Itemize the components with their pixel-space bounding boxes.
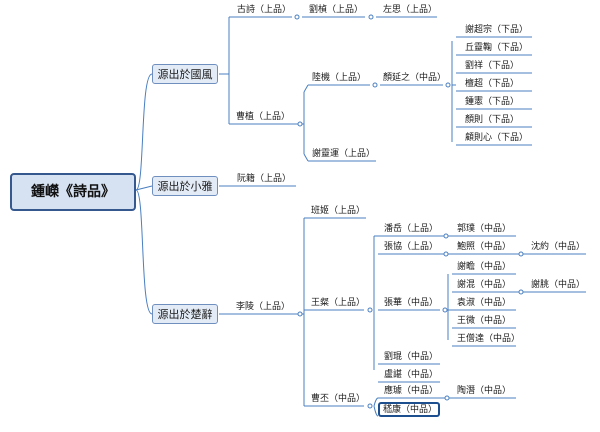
node-caopi[interactable]: 曹丕（中品） bbox=[311, 394, 366, 404]
node-liukun[interactable]: 劉琨（中品） bbox=[384, 352, 439, 362]
node-liuzhen[interactable]: 劉楨（上品） bbox=[309, 5, 364, 15]
category-chuci[interactable]: 源出於楚辭 bbox=[152, 304, 218, 324]
node-zuosi[interactable]: 左思（上品） bbox=[383, 5, 438, 15]
node-panyue[interactable]: 潘岳（上品） bbox=[384, 224, 439, 234]
node-yanze[interactable]: 顏則（下品） bbox=[465, 115, 520, 125]
node-guzexin[interactable]: 顧則心（下品） bbox=[465, 133, 529, 143]
root-node[interactable]: 鍾嶸《詩品》 bbox=[10, 173, 136, 211]
node-liuxiang[interactable]: 劉祥（下品） bbox=[465, 61, 520, 71]
node-baozhao[interactable]: 鮑照（中品） bbox=[457, 242, 512, 252]
node-banji[interactable]: 班姬（上品） bbox=[311, 206, 366, 216]
node-yuanshu[interactable]: 袁淑（中品） bbox=[457, 298, 512, 308]
node-taoqian[interactable]: 陶潛（中品） bbox=[457, 386, 512, 396]
node-luji[interactable]: 陸機（上品） bbox=[312, 73, 367, 83]
node-zhanghua[interactable]: 張華（中品） bbox=[384, 298, 439, 308]
node-zhangxie[interactable]: 張協（上品） bbox=[384, 242, 439, 252]
node-wangwei[interactable]: 王微（中品） bbox=[457, 316, 512, 326]
node-luchen[interactable]: 盧諶（中品） bbox=[384, 370, 439, 380]
node-liling[interactable]: 李陵（上品） bbox=[236, 302, 291, 312]
node-xiehun[interactable]: 謝混（中品） bbox=[457, 280, 512, 290]
node-wangsengda[interactable]: 王僧達（中品） bbox=[457, 334, 521, 344]
node-zhonghui[interactable]: 鍾憲（下品） bbox=[465, 97, 520, 107]
node-yingqu[interactable]: 應璩（中品） bbox=[384, 386, 439, 396]
node-xiechaozong[interactable]: 謝超宗（下品） bbox=[465, 25, 529, 35]
node-qiulingju[interactable]: 丘靈鞠（下品） bbox=[465, 43, 529, 53]
node-wangcan[interactable]: 王粲（上品） bbox=[311, 298, 366, 308]
node-shenyue[interactable]: 沈約（中品） bbox=[531, 242, 586, 252]
node-gushi[interactable]: 古詩（上品） bbox=[237, 5, 292, 15]
node-xietiao[interactable]: 謝朓（中品） bbox=[531, 280, 586, 290]
node-xiezhan[interactable]: 謝瞻（中品） bbox=[457, 262, 512, 272]
node-tanchao[interactable]: 檀超（下品） bbox=[465, 79, 520, 89]
node-yanyanzhi[interactable]: 顏延之（中品） bbox=[383, 73, 447, 83]
category-xiaoya[interactable]: 源出於小雅 bbox=[152, 176, 218, 196]
node-caozhi[interactable]: 曹植（上品） bbox=[236, 112, 291, 122]
node-ruanji[interactable]: 阮籍（上品） bbox=[237, 174, 292, 184]
node-jikang-selected[interactable]: 嵇康（中品） bbox=[378, 402, 440, 417]
node-xielingyun[interactable]: 謝靈運（上品） bbox=[312, 149, 376, 159]
category-guofeng[interactable]: 源出於國風 bbox=[152, 64, 218, 84]
node-guopu[interactable]: 郭璞（中品） bbox=[457, 224, 512, 234]
